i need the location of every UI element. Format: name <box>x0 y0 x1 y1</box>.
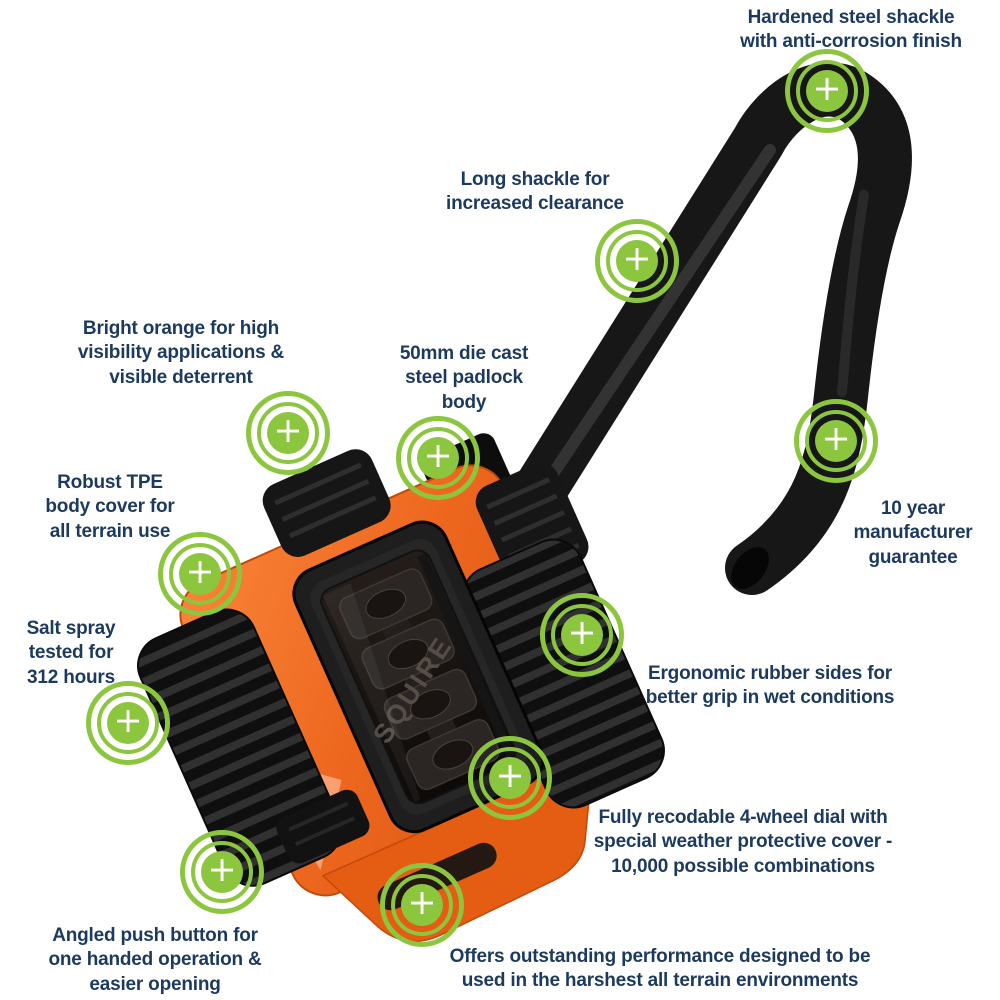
marker-ring-icon <box>391 874 453 936</box>
marker-ring-icon <box>595 219 679 303</box>
plus-icon: + <box>201 851 243 893</box>
feature-marker-performance[interactable]: + <box>380 863 464 947</box>
marker-ring-icon <box>479 747 541 809</box>
marker-ring-icon <box>551 604 613 666</box>
marker-ring-icon <box>407 427 469 489</box>
feature-marker-ergonomic-sides[interactable]: + <box>540 593 624 677</box>
callout-padlock-body: 50mm die cast steel padlock body <box>399 343 529 413</box>
feature-marker-padlock-body[interactable]: + <box>396 416 480 500</box>
callout-bright-orange: Bright orange for high visibility applic… <box>77 318 285 388</box>
marker-ring-icon <box>158 532 242 616</box>
marker-ring-icon <box>169 543 231 605</box>
callout-performance: Offers outstanding performance designed … <box>449 946 871 992</box>
marker-ring-icon <box>380 863 464 947</box>
feature-marker-hardened-shackle[interactable]: + <box>785 49 869 133</box>
marker-ring-icon <box>246 391 330 475</box>
plus-icon: + <box>267 412 309 454</box>
callout-push-button: Angled push button for one handed operat… <box>48 925 262 995</box>
plus-icon: + <box>489 757 531 799</box>
plus-icon: + <box>561 614 603 656</box>
marker-ring-icon <box>86 681 170 765</box>
feature-marker-guarantee[interactable]: + <box>794 399 878 483</box>
combination-wheels <box>339 568 500 791</box>
marker-ring-icon <box>785 49 869 133</box>
marker-ring-icon <box>257 402 319 464</box>
plus-icon: + <box>107 702 149 744</box>
callout-salt-spray: Salt spray tested for 312 hours <box>26 618 116 688</box>
push-button <box>276 789 370 864</box>
feature-marker-long-shackle[interactable]: + <box>595 219 679 303</box>
marker-ring-icon <box>796 60 858 122</box>
feature-marker-bright-orange[interactable]: + <box>246 391 330 475</box>
plus-icon: + <box>616 240 658 282</box>
plus-icon: + <box>806 70 848 112</box>
marker-ring-icon <box>191 841 253 903</box>
callout-recodable-dial: Fully recodable 4-wheel dial with specia… <box>593 807 893 877</box>
plus-icon: + <box>401 884 443 926</box>
feature-marker-recodable-dial[interactable]: + <box>468 736 552 820</box>
callout-ergonomic-sides: Ergonomic rubber sides for better grip i… <box>645 663 895 709</box>
feature-marker-salt-spray[interactable]: + <box>86 681 170 765</box>
plus-icon: + <box>179 553 221 595</box>
marker-ring-icon <box>794 399 878 483</box>
feature-marker-tpe-cover[interactable]: + <box>158 532 242 616</box>
plus-icon: + <box>417 437 459 479</box>
marker-ring-icon <box>97 692 159 754</box>
marker-ring-icon <box>180 830 264 914</box>
marker-ring-icon <box>540 593 624 677</box>
callout-tpe-cover: Robust TPE body cover for all terrain us… <box>45 472 175 542</box>
callout-guarantee: 10 year manufacturer guarantee <box>853 498 973 568</box>
marker-ring-icon <box>468 736 552 820</box>
plus-icon: + <box>815 420 857 462</box>
marker-ring-icon <box>396 416 480 500</box>
marker-ring-icon <box>606 230 668 292</box>
feature-marker-push-button[interactable]: + <box>180 830 264 914</box>
callout-hardened-shackle: Hardened steel shackle with anti-corrosi… <box>740 7 962 53</box>
callout-long-shackle: Long shackle for increased clearance <box>446 169 624 215</box>
marker-ring-icon <box>805 410 867 472</box>
